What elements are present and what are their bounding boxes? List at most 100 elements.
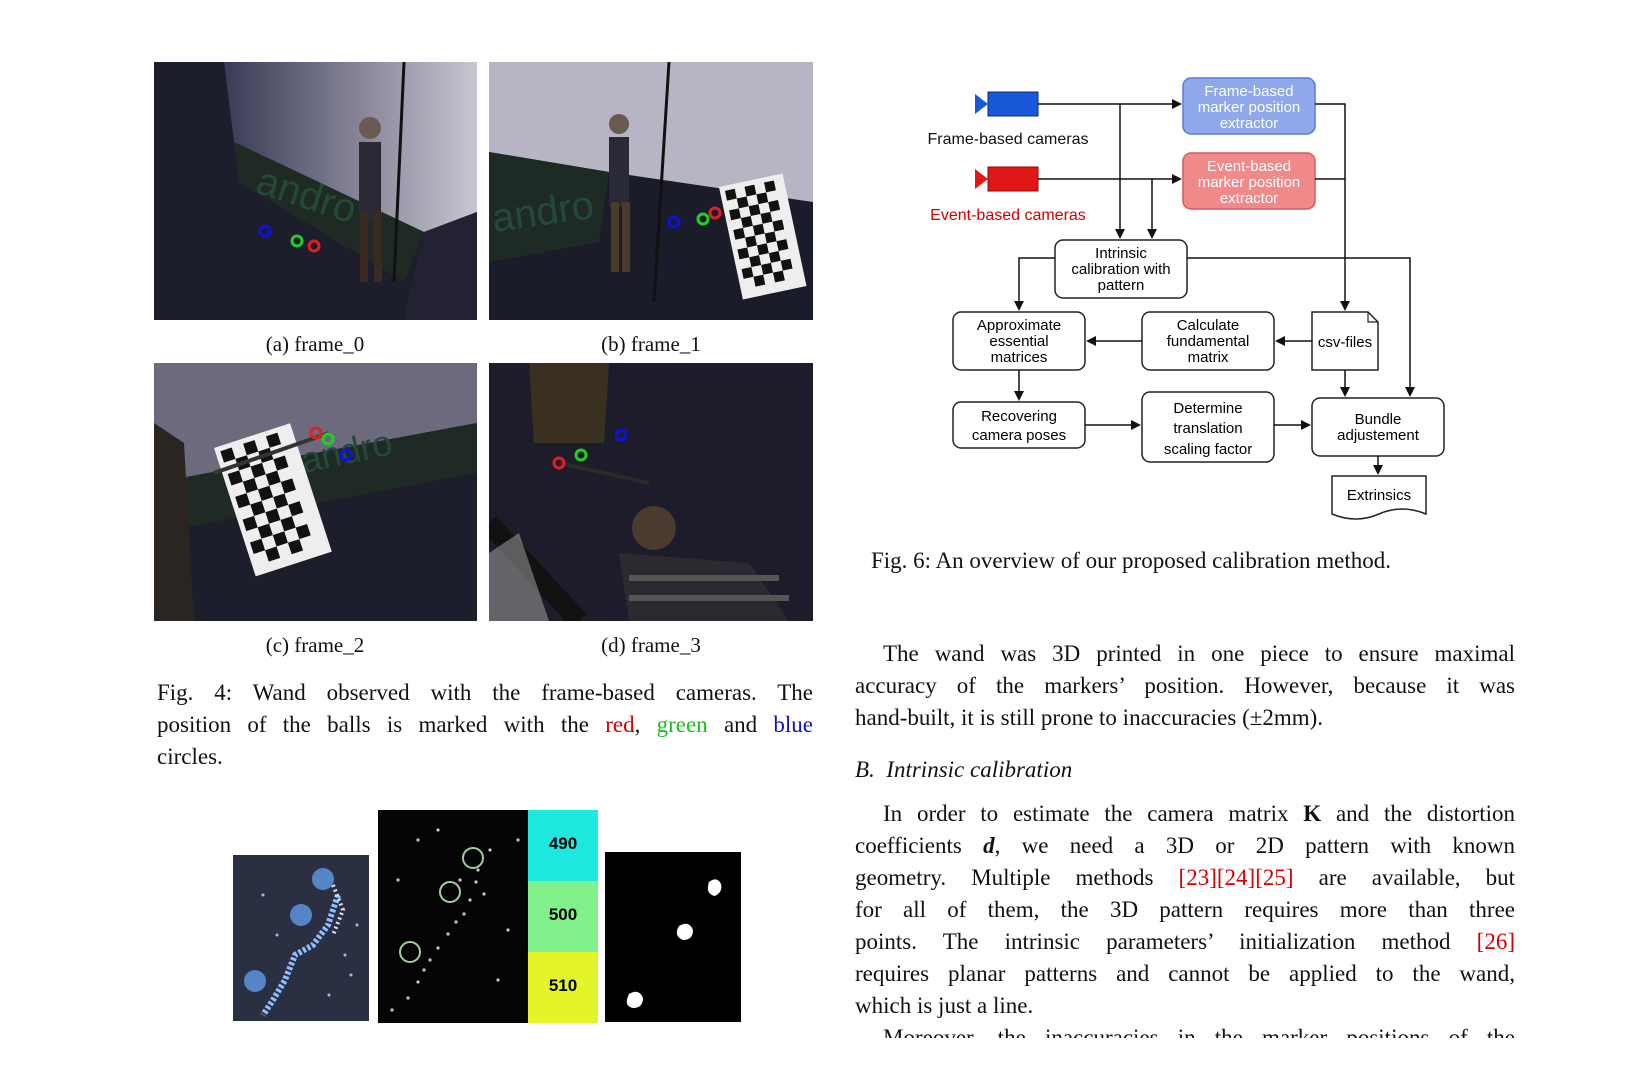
- frame-extractor-line1: Frame-based: [1204, 83, 1293, 100]
- vector-d: d: [983, 833, 995, 858]
- red-marker: [309, 426, 323, 440]
- frame-extractor-line2: marker position: [1198, 99, 1301, 116]
- bundle-line2: adjustement: [1337, 427, 1420, 444]
- citation-link[interactable]: [25]: [1255, 865, 1294, 890]
- separator: ,: [634, 712, 641, 737]
- translation-line1: Determine: [1173, 400, 1242, 417]
- colorbar-label-490: 490: [548, 834, 578, 853]
- event-camera-icon: [975, 166, 1039, 192]
- intrinsic-line2: calibration with: [1071, 261, 1170, 278]
- frame-camera-icon: [975, 91, 1039, 117]
- green-marker: [290, 234, 304, 248]
- para2-text: are available, but: [1318, 865, 1516, 890]
- green-marker: [574, 448, 588, 462]
- citation-link[interactable]: [26]: [1476, 929, 1515, 954]
- event-frame-image: [378, 810, 528, 1023]
- para2-line6: requires planar patterns and cannot be a…: [855, 961, 1515, 986]
- subcaption-d: (d) frame_3: [601, 633, 701, 657]
- subcaption-a: (a) frame_0: [265, 332, 365, 356]
- para2-line4: for all of them, the 3D pattern requires…: [855, 897, 1515, 922]
- flow-connectors: [1014, 99, 1415, 475]
- colorbar-green-segment: [528, 881, 598, 952]
- blue-marker: [667, 215, 681, 229]
- caption-text: position of the balls is marked with the: [157, 712, 589, 737]
- blue-word: blue: [773, 712, 814, 737]
- frame-extractor-box: [1182, 77, 1316, 135]
- fig6-caption: Fig. 6: An overview of our proposed cali…: [871, 548, 1391, 573]
- para2-text: , we need a 3D or 2D pattern with known: [994, 833, 1516, 858]
- translation-line3: scaling factor: [1164, 441, 1252, 458]
- red-word: red: [605, 712, 635, 737]
- blue-marker: [258, 224, 272, 238]
- and-word: and: [723, 712, 758, 737]
- colorbar-label-500: 500: [548, 905, 578, 924]
- binary-mask-image: [605, 852, 741, 1022]
- intrinsic-calibration-box: [1054, 239, 1188, 299]
- approx-line1: Approximate: [977, 317, 1061, 334]
- paragraph-moreover-partial: Moreover, the inaccuracies in the marker…: [855, 1022, 1515, 1038]
- frame-2-photo: andro: [154, 363, 477, 621]
- citation-link[interactable]: [23]: [1178, 865, 1217, 890]
- fig4-caption-line2: position of the balls is marked with the…: [157, 709, 813, 741]
- recover-line2: camera poses: [972, 427, 1066, 444]
- fig4-caption-line3: circles.: [157, 744, 223, 769]
- frame-1-photo: andro: [489, 62, 813, 320]
- para2-line3: geometry. Multiple methods [23][24][25] …: [855, 862, 1515, 894]
- green-marker: [696, 212, 710, 226]
- paragraph-wand: The wand was 3D printed in one piece to …: [855, 638, 1515, 734]
- folded-corner-icon: [1367, 312, 1378, 323]
- fig4-caption-line1: Fig. 4: Wand observed with the frame-bas…: [157, 680, 813, 705]
- para3-text: Moreover, the inaccuracies in the marker…: [883, 1025, 1515, 1038]
- para2-text: points. The intrinsic parameters’ initia…: [855, 929, 1451, 954]
- event-cameras-label: Event-based cameras: [930, 207, 1086, 224]
- para2-line5: points. The intrinsic parameters’ initia…: [855, 926, 1515, 958]
- recover-line1: Recovering: [981, 408, 1057, 425]
- intrinsic-line3: pattern: [1098, 277, 1145, 294]
- colorbar-label-510: 510: [548, 976, 578, 995]
- time-colorbar: 490 500 510: [528, 810, 598, 1023]
- para2-text: In order to estimate the camera matrix: [883, 801, 1289, 826]
- event-extractor-line1: Event-based: [1207, 158, 1291, 175]
- fundamental-line3: matrix: [1188, 349, 1229, 366]
- matrix-K: K: [1303, 801, 1322, 826]
- approx-line3: matrices: [991, 349, 1048, 366]
- fig4-caption: Fig. 4: Wand observed with the frame-bas…: [157, 677, 813, 773]
- para1-line3: hand-built, it is still prone to inaccur…: [855, 705, 1324, 730]
- paragraph-intrinsic: In order to estimate the camera matrix K…: [855, 798, 1515, 1022]
- red-marker: [307, 239, 321, 253]
- csv-label: csv-files: [1318, 334, 1372, 351]
- red-marker: [552, 456, 566, 470]
- fundamental-line1: Calculate: [1177, 317, 1240, 334]
- green-word: green: [656, 712, 708, 737]
- para1-line2: accuracy of the markers’ position. Howev…: [855, 673, 1515, 698]
- blue-marker: [339, 448, 353, 462]
- colorbar-yellow-segment: [528, 952, 598, 1023]
- approx-line2: essential: [989, 333, 1048, 350]
- frame-extractor-line3: extractor: [1220, 115, 1278, 132]
- para2-line7: which is just a line.: [855, 993, 1034, 1018]
- event-extractor-line3: extractor: [1220, 190, 1278, 207]
- translation-scaling-box: [1141, 391, 1275, 463]
- section-heading: B. Intrinsic calibration: [855, 757, 1073, 782]
- frame-cameras-label: Frame-based cameras: [928, 131, 1089, 148]
- citation-link[interactable]: [24]: [1216, 865, 1256, 890]
- intrinsic-line1: Intrinsic: [1095, 245, 1147, 262]
- extrinsics-document-node: [1331, 475, 1427, 520]
- extrinsics-label: Extrinsics: [1347, 487, 1411, 504]
- para1-line1: The wand was 3D printed in one piece to …: [883, 641, 1515, 666]
- para2-line1: In order to estimate the camera matrix K…: [855, 798, 1515, 830]
- event-extractor-box: [1182, 152, 1316, 210]
- para2-text: and the distortion: [1335, 801, 1516, 826]
- bundle-line1: Bundle: [1355, 411, 1402, 428]
- para2-text: geometry. Multiple methods: [855, 865, 1154, 890]
- red-marker: [708, 206, 722, 220]
- fundamental-line2: fundamental: [1167, 333, 1250, 350]
- csv-files-node: [1311, 311, 1379, 371]
- colorbar-cyan-segment: [528, 810, 598, 881]
- event-points-image: [233, 855, 369, 1021]
- para2-line2: coefficients d, we need a 3D or 2D patte…: [855, 830, 1515, 862]
- event-extractor-line2: marker position: [1198, 174, 1301, 191]
- calibration-flow-diagram: Frame-based cameras Event-based cameras …: [928, 77, 1445, 520]
- subcaption-c: (c) frame_2: [265, 633, 365, 657]
- green-marker: [321, 432, 335, 446]
